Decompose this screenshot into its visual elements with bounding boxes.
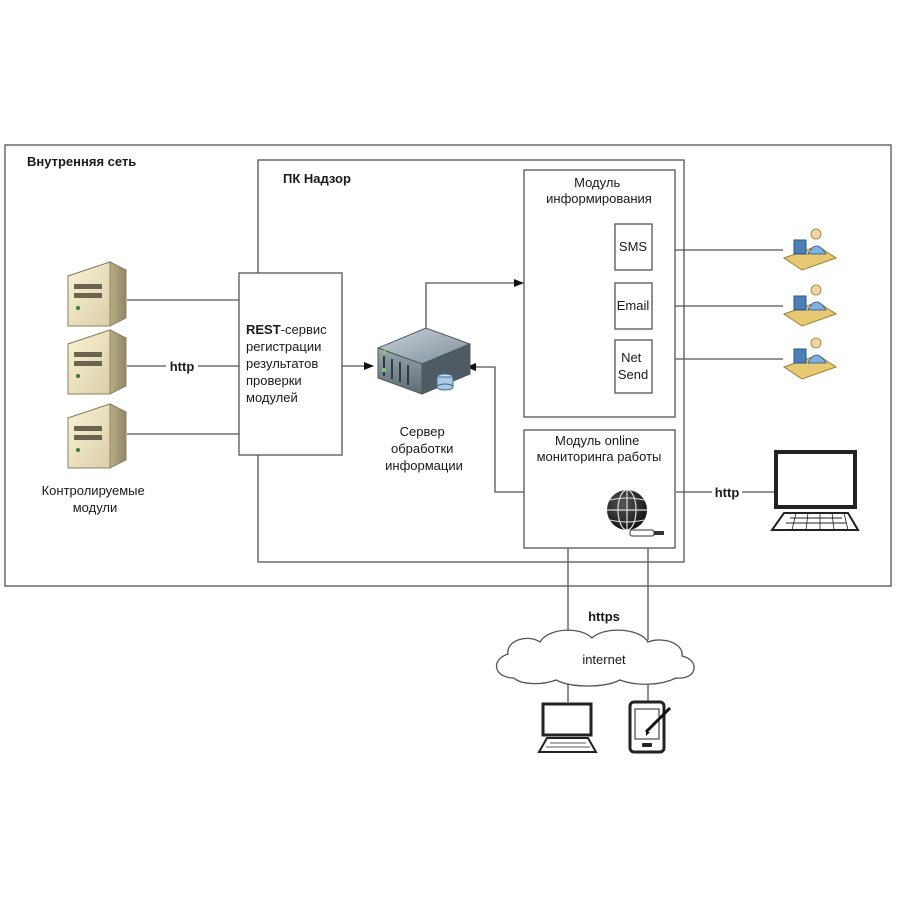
https-label: https [588,609,620,624]
laptop-icon [537,702,598,753]
monitoring-module-box [523,429,676,549]
tablet-icon [628,700,672,754]
client-monitor [770,450,860,531]
http-right-label: http [715,485,740,500]
remote-laptop [537,702,598,753]
arrow-monitoring-to-server [466,363,524,493]
arrow-server-to-informing [425,279,524,330]
email-channel-label: Email [617,298,650,313]
user-workstation-icon [782,228,838,271]
sms-channel-label: SMS [619,239,648,254]
netsend-channel-box [614,339,653,394]
remote-tablet [628,700,672,754]
rest-service-line-4: проверки [246,373,302,388]
processing-server [376,327,472,395]
internet-label: internet [582,652,626,667]
rest-service-line-1: REST-сервис [246,322,327,337]
sms-channel-box [614,223,653,271]
user-workstation-icon [782,337,838,380]
rack-server-icon [376,327,472,395]
monitor-icon [770,450,860,531]
internal-network-label: Внутренняя сеть [27,154,136,169]
rest-service-box [238,272,343,456]
netsend-channel-label: Net Send [618,350,648,382]
user-workstation-sms [782,228,838,271]
rest-service-line-3: результатов [246,356,318,371]
usb-plug-icon [629,529,664,537]
email-channel-box [614,282,653,330]
monitored-module-2 [66,329,128,395]
monitored-modules-label: Контролируемые модули [42,483,149,515]
cloud-icon [496,629,695,687]
monitoring-module-title: Модуль online мониторинга работы [537,433,662,464]
monitored-module-1 [66,261,128,327]
rest-service-line-2: регистрации [246,339,321,354]
processing-server-label: Сервер обработки информации [385,424,463,473]
pk-nadzor-label: ПК Надзор [283,171,351,186]
server-icon [66,261,128,327]
user-workstation-netsend [782,337,838,380]
internet-cloud [496,629,695,687]
server-icon [66,403,128,469]
monitored-module-3 [66,403,128,469]
informing-module-title: Модуль информирования [546,175,652,206]
internal-network-boundary [4,144,892,587]
server-icon [66,329,128,395]
rest-service-line-5: модулей [246,390,298,405]
globe-icon [607,489,647,531]
http-left-label: http [170,359,195,374]
user-workstation-icon [782,284,838,327]
user-workstation-email [782,284,838,327]
